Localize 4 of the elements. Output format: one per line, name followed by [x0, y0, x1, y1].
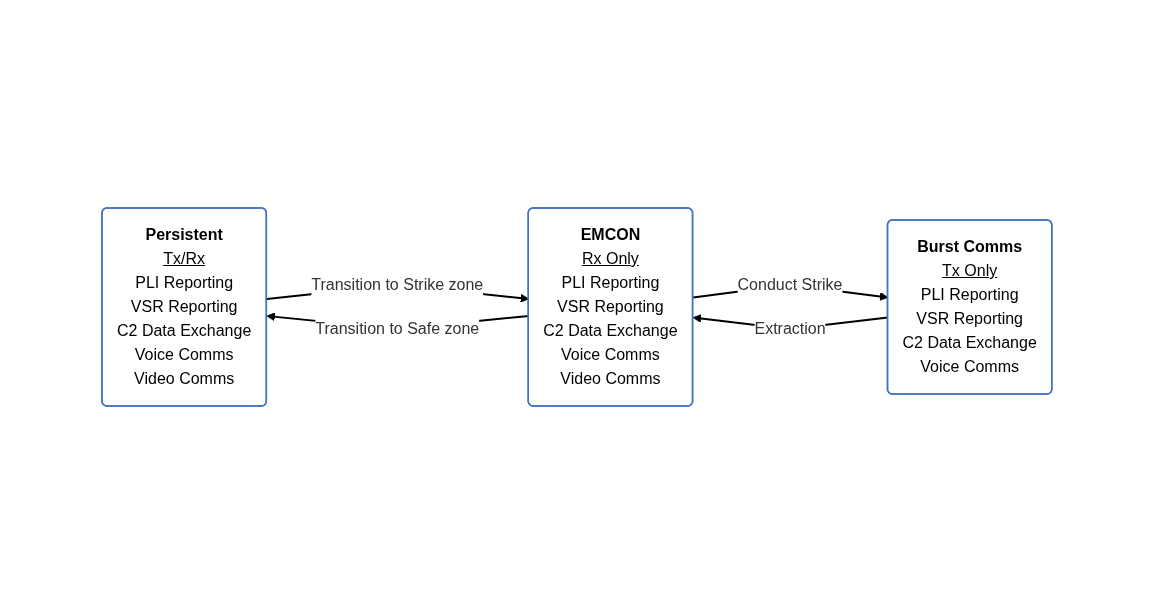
edge-label: Transition to Safe zone [315, 319, 480, 337]
edge-label: Transition to Strike zone [311, 275, 484, 293]
edge-label: Extraction [754, 319, 826, 337]
edge-label: Conduct Strike [737, 275, 843, 293]
